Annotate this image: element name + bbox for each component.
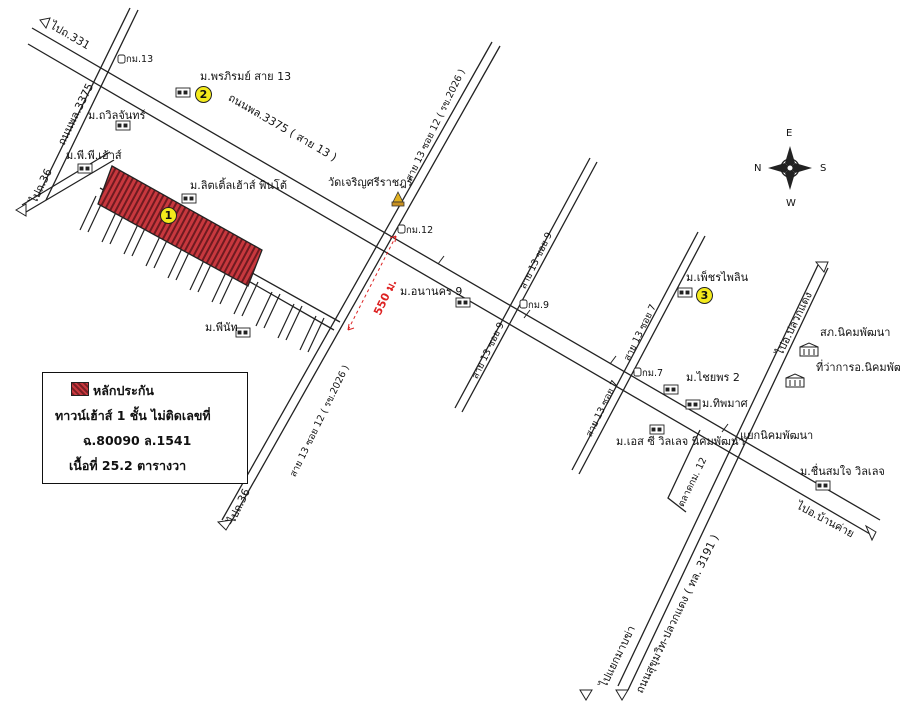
road-network bbox=[21, 7, 881, 691]
road-end-arrows bbox=[15, 17, 877, 701]
label-littlehouse: ม.ลิตเติ้ลเฮ้าส์ พินโต้ bbox=[190, 179, 287, 192]
collateral-parcel bbox=[97, 165, 263, 287]
sukhumvit-edge-a bbox=[617, 264, 819, 687]
label-ppheights: ม.พี.พี.เฮ้าส์ bbox=[66, 149, 122, 162]
compass-east: E bbox=[786, 128, 793, 139]
legend-line4: เนื้อที่ 25.2 ตารางวา bbox=[69, 458, 187, 473]
road-tick-marks bbox=[437, 255, 729, 433]
village-icons bbox=[77, 87, 831, 491]
soi9-edge-b bbox=[461, 161, 598, 413]
soi7-edge-a bbox=[571, 231, 699, 471]
soi12-edge-b bbox=[229, 45, 501, 525]
label-police: สภ.นิคมพัฒนา bbox=[820, 326, 891, 339]
marker-1[interactable]: 1 bbox=[160, 207, 177, 224]
label-intersection: แยกนิคมพัฒนา bbox=[740, 429, 814, 442]
legend-line2: ทาวน์เฮ้าส์ 1 ชั้น ไม่ติดเลขที่ bbox=[55, 408, 211, 423]
compass-north: N bbox=[754, 163, 762, 174]
label-svillage: ม.เอส ซี วิลเลจ นิคมพัฒนา bbox=[616, 435, 745, 448]
marker-2[interactable]: 2 bbox=[195, 86, 212, 103]
soi7-edge-b bbox=[578, 235, 706, 475]
label-district-office: ที่ว่าการอ.นิคมพัฒนา bbox=[816, 361, 900, 374]
label-km13: กม.13 bbox=[126, 54, 154, 65]
soi12-edge-a bbox=[221, 41, 493, 521]
marker-3[interactable]: 3 bbox=[696, 287, 713, 304]
left-road-edge-b bbox=[45, 9, 139, 201]
label-chuensomjai: ม.ชื่นสมใจ วิลเลจ bbox=[800, 465, 885, 478]
label-phetphailin: ม.เพ็ชรไพลิน bbox=[686, 271, 749, 284]
legend-line3: ฉ.80090 ล.1541 bbox=[83, 433, 192, 448]
label-km12: กม.12 bbox=[406, 225, 434, 236]
label-phonphirom: ม.พรภิรมย์ สาย 13 bbox=[200, 70, 292, 83]
label-km7: กม.7 bbox=[642, 368, 664, 379]
compass-rose bbox=[768, 146, 812, 190]
label-wat: วัดเจริญศรีราชฎร์ bbox=[328, 176, 413, 189]
label-thipmat: ม.ทิพมาศ bbox=[702, 397, 748, 410]
main-road-top-edge bbox=[31, 27, 881, 521]
soi9-edge-a bbox=[454, 157, 591, 409]
temple-icon bbox=[391, 191, 405, 207]
legend-title: หลักประกัน bbox=[93, 383, 154, 398]
label-chaiyaphon: ม.ไชยพร 2 bbox=[686, 371, 740, 384]
sukhumvit-edge-b bbox=[627, 267, 829, 691]
legend-box: หลักประกัน ทาวน์เฮ้าส์ 1 ชั้น ไม่ติดเลขท… bbox=[42, 372, 248, 484]
government-building-icons bbox=[785, 342, 819, 388]
km-marker-icons bbox=[117, 54, 642, 377]
legend-swatch bbox=[71, 382, 89, 396]
label-anankhon: ม.อนานคร 9 bbox=[400, 285, 463, 298]
compass-west: W bbox=[786, 198, 796, 209]
label-phinan: ม.พีนัท bbox=[205, 321, 238, 334]
left-road-edge-a bbox=[37, 7, 131, 197]
label-km9: กม.9 bbox=[528, 300, 550, 311]
label-thawilchan: ม.ถวิลจันทร์ bbox=[88, 109, 146, 122]
compass-south: S bbox=[820, 163, 827, 174]
